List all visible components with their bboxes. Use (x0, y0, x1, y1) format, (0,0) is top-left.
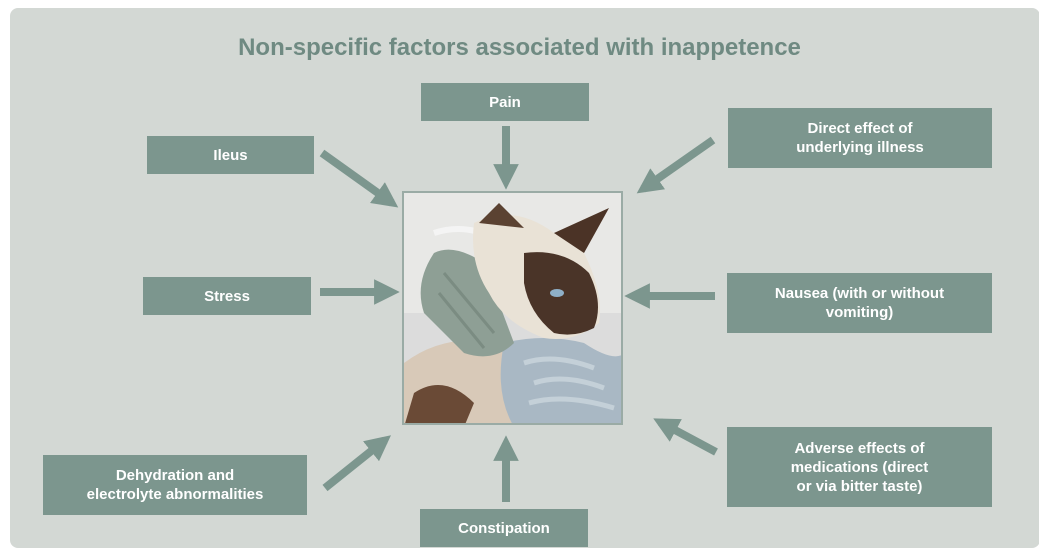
factor-box-stress: Stress (143, 277, 311, 315)
cat-photo (402, 191, 623, 425)
factor-box-constipation: Constipation (420, 509, 588, 547)
factor-box-pain: Pain (421, 83, 589, 121)
factor-box-direct-effect: Direct effect of underlying illness (728, 108, 992, 168)
factor-box-ileus: Ileus (147, 136, 314, 174)
factor-box-dehydration: Dehydration and electrolyte abnormalitie… (43, 455, 307, 515)
factor-box-adverse-effects: Adverse effects of medications (direct o… (727, 427, 992, 507)
factor-label-ileus: Ileus (213, 146, 248, 164)
diagram-title: Non-specific factors associated with ina… (238, 34, 801, 61)
factor-label-constipation: Constipation (458, 519, 550, 537)
factor-label-stress: Stress (204, 287, 250, 305)
factor-label-pain: Pain (489, 93, 521, 111)
factor-box-nausea: Nausea (with or without vomiting) (727, 273, 992, 333)
factor-label-nausea: Nausea (with or without vomiting) (774, 285, 945, 321)
factor-label-dehydration: Dehydration and electrolyte abnormalitie… (86, 467, 264, 503)
factor-label-adverse-effects: Adverse effects of medications (direct o… (790, 439, 929, 495)
cat-illustration (404, 193, 621, 423)
factor-label-direct-effect: Direct effect of underlying illness (796, 120, 924, 156)
